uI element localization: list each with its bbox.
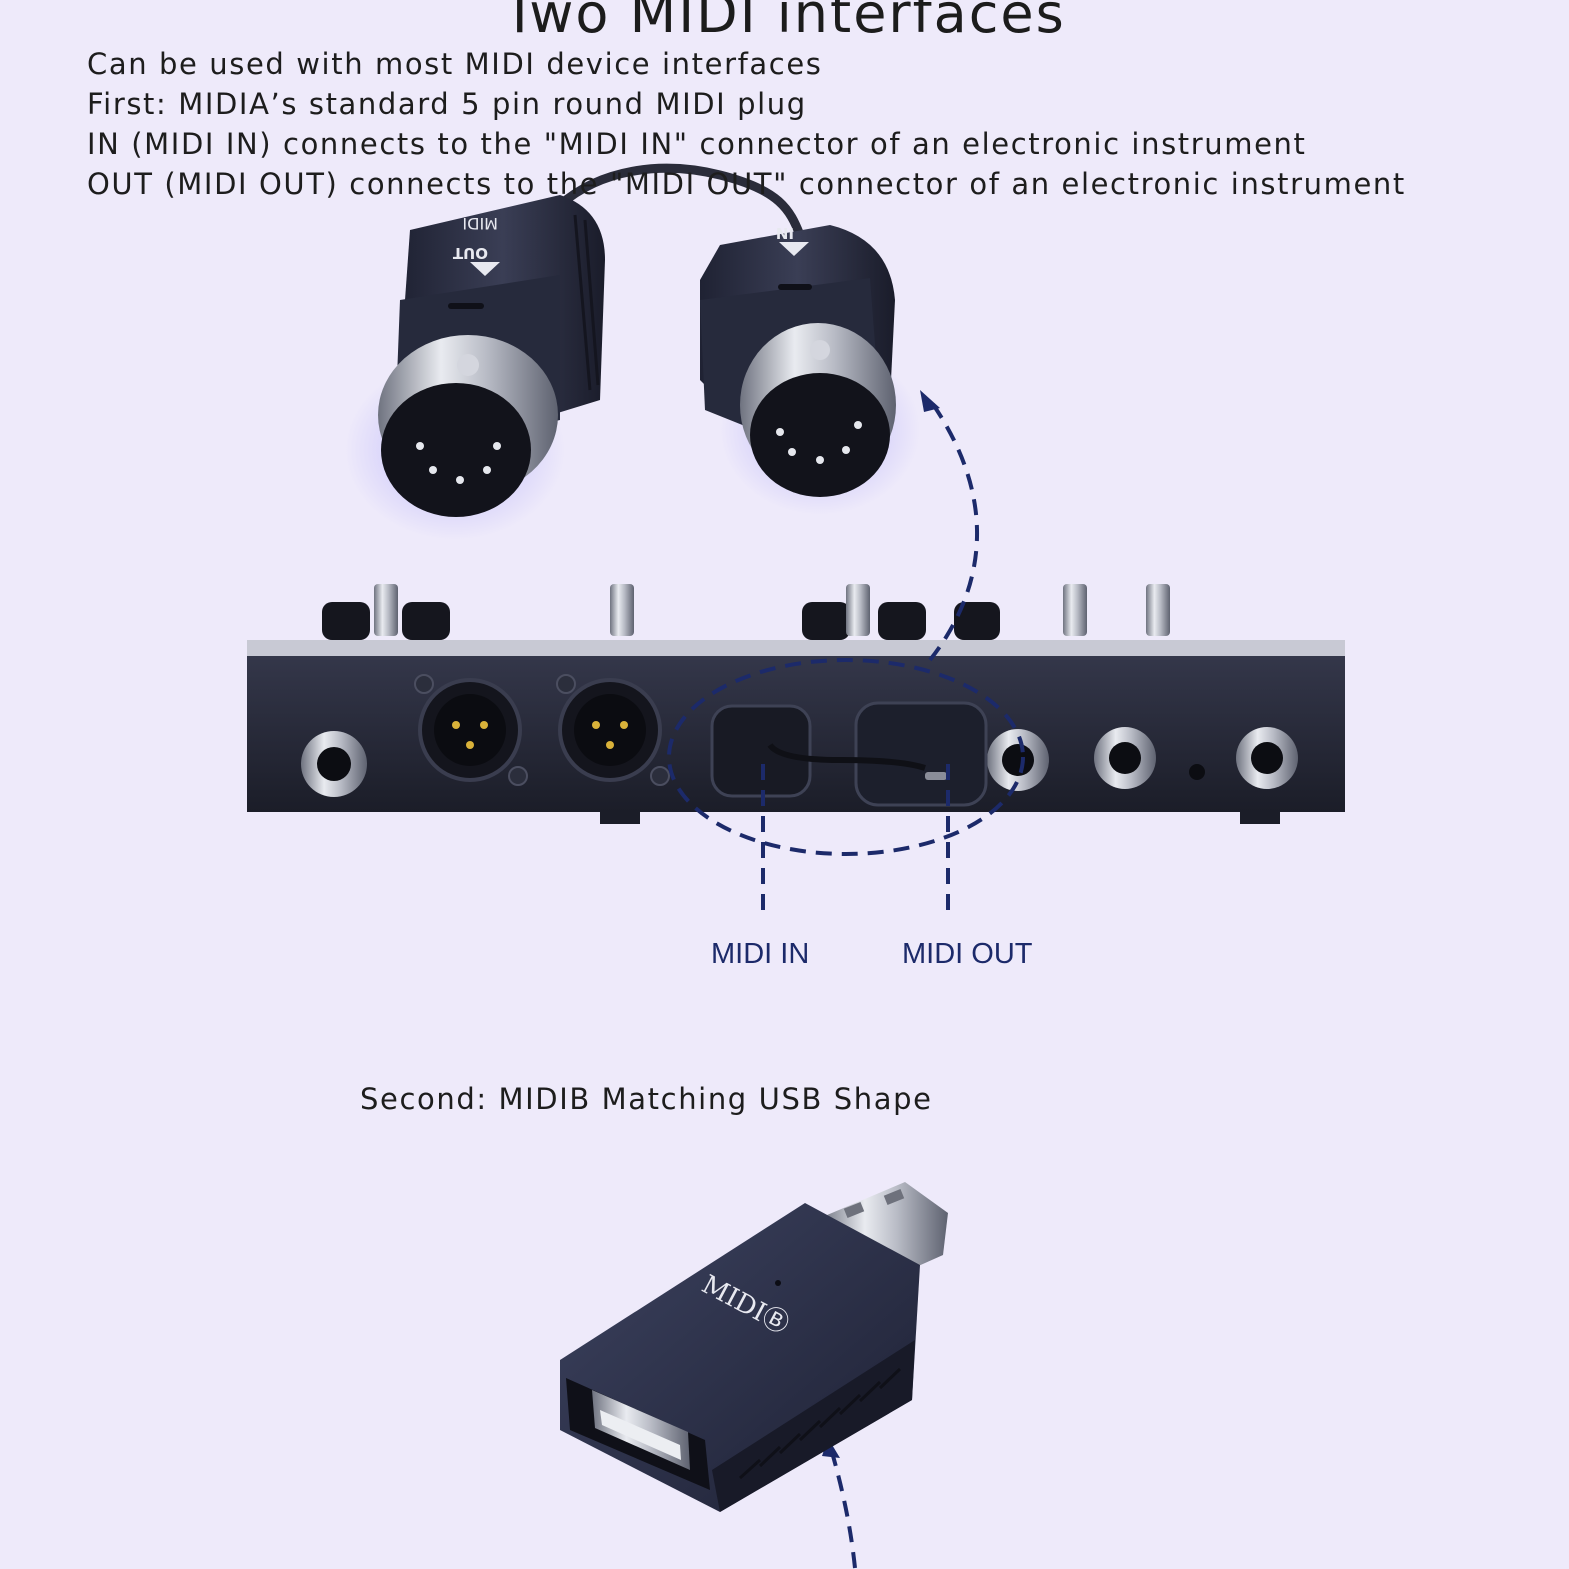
description-block: Can be used with most MIDI device interf…: [87, 44, 1487, 204]
midi-in-label: MIDI IN: [711, 938, 810, 970]
midi-in-plug: [700, 225, 920, 515]
out-plug-arrow-icon: [470, 262, 500, 276]
midi-out-label: MIDI OUT: [902, 938, 1033, 970]
in-plug-arrow-icon: [779, 242, 809, 256]
midi-out-plug: [345, 195, 605, 540]
in-plug-label: IN: [776, 224, 794, 242]
xlr-connectors: [414, 674, 670, 786]
arrow-head-top: [920, 390, 940, 412]
usb-midi-adapter: MIDIⒷ: [560, 1182, 948, 1512]
description-line: IN (MIDI IN) connects to the "MIDI IN" c…: [87, 127, 1307, 161]
description-line: First: MIDIA’s standard 5 pin round MIDI…: [87, 87, 807, 121]
effects-processor-device: [247, 584, 1345, 824]
out-plug-brand-mark: MIDI: [462, 214, 498, 233]
midi-port-adapters: [710, 701, 988, 807]
plug-cable: [555, 163, 805, 240]
second-interface-heading: Second: MIDIB Matching USB Shape: [360, 1082, 933, 1116]
quarter-inch-jacks: [301, 727, 1298, 797]
description-line: OUT (MIDI OUT) connects to the "MIDI OUT…: [87, 167, 1406, 201]
description-line: Can be used with most MIDI device interf…: [87, 47, 823, 81]
out-plug-label: OUT: [452, 244, 488, 262]
page-title: Two MIDI interfaces: [503, 0, 1066, 45]
